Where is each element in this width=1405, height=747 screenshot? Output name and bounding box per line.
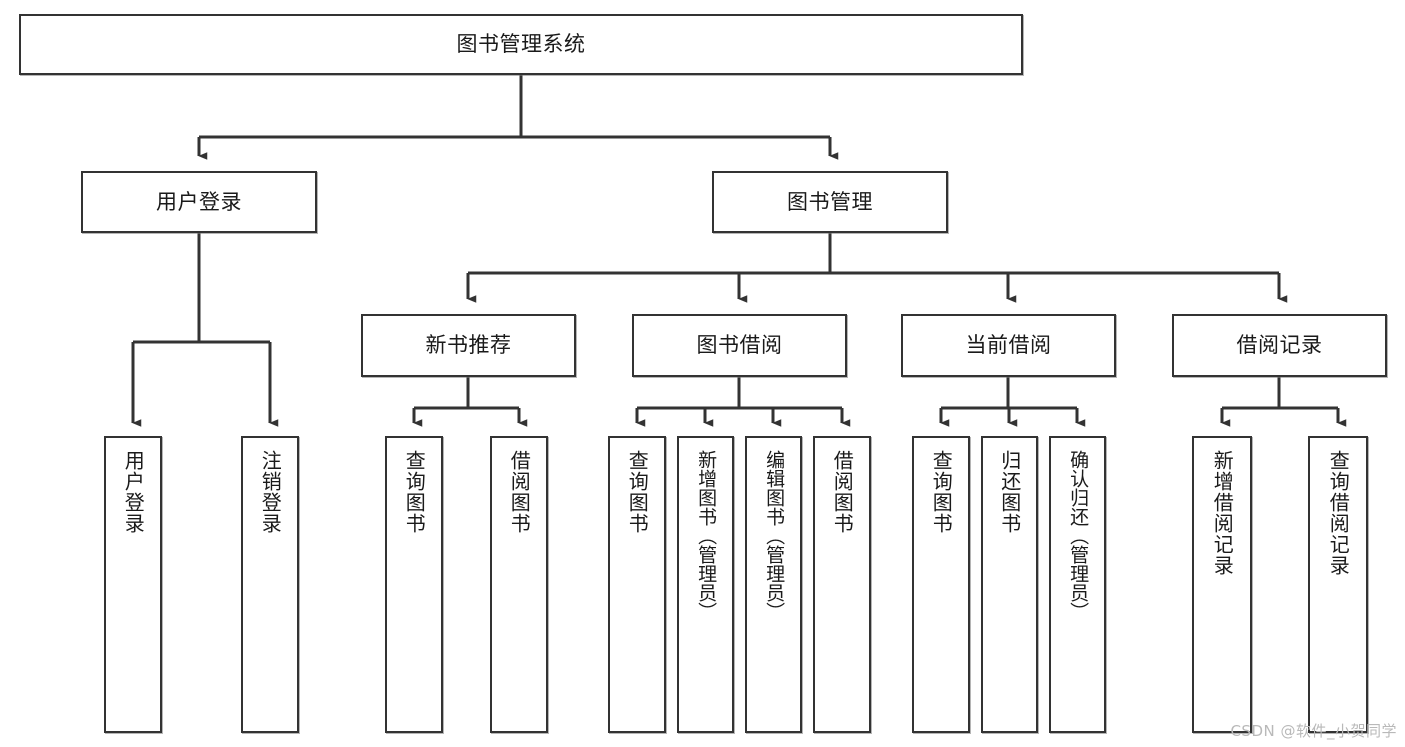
node-leaf-query-book-3[interactable]: 查询图书 — [912, 436, 970, 733]
node-leaf-query-book-1[interactable]: 查询图书 — [385, 436, 443, 733]
node-user-login[interactable]: 用户登录 — [81, 171, 317, 233]
node-book-manage[interactable]: 图书管理 — [712, 171, 948, 233]
node-leaf-edit-book[interactable]: 编辑图书（管理员） — [745, 436, 802, 733]
node-leaf-confirm-return-label: 确认归还（管理员） — [1067, 450, 1090, 621]
node-leaf-add-record[interactable]: 新增借阅记录 — [1192, 436, 1252, 733]
node-leaf-query-record-label: 查询借阅记录 — [1326, 450, 1351, 576]
node-leaf-add-record-label: 新增借阅记录 — [1210, 450, 1235, 576]
node-book-borrow-label: 图书借阅 — [696, 333, 783, 357]
node-leaf-user-login-label: 用户登录 — [121, 450, 146, 534]
node-borrow-record[interactable]: 借阅记录 — [1172, 314, 1387, 377]
node-leaf-query-book-2-label: 查询图书 — [625, 450, 650, 534]
node-leaf-borrow-book-2-label: 借阅图书 — [830, 450, 855, 534]
node-user-login-label: 用户登录 — [156, 189, 242, 214]
node-current-borrow[interactable]: 当前借阅 — [901, 314, 1116, 377]
node-leaf-edit-book-label: 编辑图书（管理员） — [763, 450, 786, 621]
node-book-borrow[interactable]: 图书借阅 — [632, 314, 847, 377]
node-leaf-borrow-book-1-label: 借阅图书 — [507, 450, 532, 534]
node-borrow-record-label: 借阅记录 — [1236, 333, 1323, 357]
node-leaf-query-book-2[interactable]: 查询图书 — [608, 436, 666, 733]
node-current-borrow-label: 当前借阅 — [965, 333, 1052, 357]
node-leaf-borrow-book-1[interactable]: 借阅图书 — [490, 436, 548, 733]
node-leaf-query-book-1-label: 查询图书 — [402, 450, 427, 534]
node-leaf-user-login[interactable]: 用户登录 — [104, 436, 162, 733]
node-leaf-add-book-label: 新增图书（管理员） — [695, 450, 718, 621]
node-leaf-return-book[interactable]: 归还图书 — [981, 436, 1038, 733]
node-leaf-query-record[interactable]: 查询借阅记录 — [1308, 436, 1368, 733]
node-leaf-user-logout[interactable]: 注销登录 — [241, 436, 299, 733]
node-leaf-query-book-3-label: 查询图书 — [929, 450, 954, 534]
node-root-label: 图书管理系统 — [456, 32, 586, 56]
node-book-manage-label: 图书管理 — [787, 189, 873, 214]
node-leaf-return-book-label: 归还图书 — [997, 450, 1022, 534]
csdn-watermark: CSDN @软件_小贺同学 — [1230, 722, 1397, 740]
node-leaf-confirm-return[interactable]: 确认归还（管理员） — [1049, 436, 1106, 733]
node-leaf-add-book[interactable]: 新增图书（管理员） — [677, 436, 734, 733]
node-root[interactable]: 图书管理系统 — [19, 14, 1023, 75]
node-new-book-recommend[interactable]: 新书推荐 — [361, 314, 576, 377]
node-leaf-user-logout-label: 注销登录 — [258, 450, 283, 534]
node-new-book-recommend-label: 新书推荐 — [425, 333, 512, 357]
node-leaf-borrow-book-2[interactable]: 借阅图书 — [813, 436, 871, 733]
